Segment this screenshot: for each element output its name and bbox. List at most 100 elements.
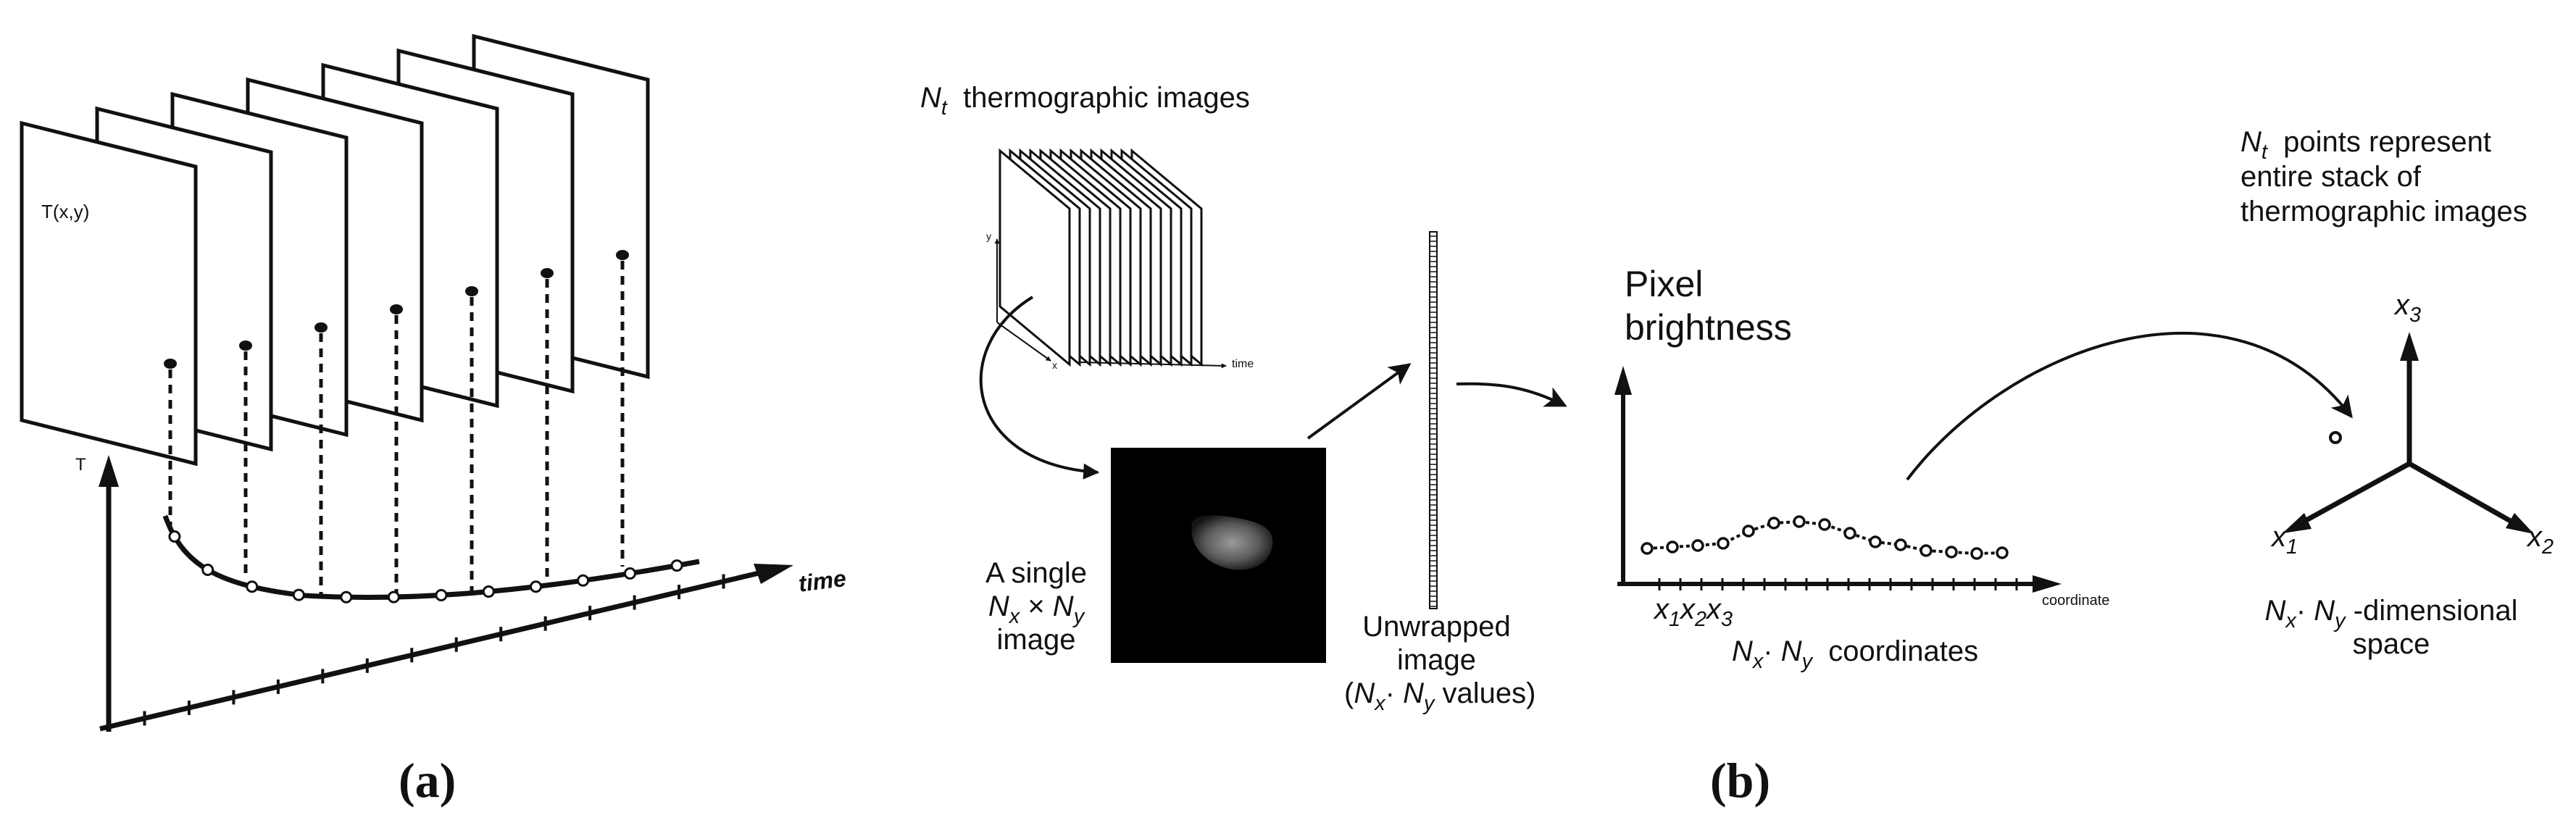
curve-point [435, 588, 448, 601]
stack-time-label: time [1232, 358, 1254, 370]
space-x2-subscript: 2 [2542, 535, 2554, 559]
stack-title-subscript: t [941, 96, 947, 120]
space-x1-symbol: x [2272, 521, 2286, 553]
space-x2-label: x2 [2527, 520, 2554, 557]
single-image-ny-subscript: y [1073, 605, 1085, 629]
space-note-line1-text: points represent [2283, 126, 2491, 158]
t-axis-label: T [75, 455, 86, 475]
coordinates-label: Nx· Ny coordinates [1732, 635, 1978, 672]
brightness-sample [1945, 546, 1958, 559]
brightness-sample [1742, 525, 1755, 538]
brightness-sample [1996, 546, 2009, 559]
frame-sample-dot [390, 304, 403, 314]
unwrapped-label-line3: (Nx· Ny values) [1344, 677, 1535, 714]
curve-point [340, 590, 353, 604]
unwrapped-column [1429, 231, 1438, 609]
time-axis [99, 568, 769, 732]
curve-point [201, 563, 214, 576]
brightness-samples [1641, 515, 2009, 560]
single-image-nx-symbol: N [988, 590, 1009, 622]
frame-label: T(x,y) [41, 201, 90, 222]
curve-point [482, 585, 495, 598]
tick-x1-subscript: 1 [1669, 608, 1681, 632]
arrow-plot-to-space [1906, 332, 2353, 481]
brightness-sample [1793, 515, 1806, 528]
panel-b [979, 148, 2534, 663]
tick-x3-symbol: x [1706, 593, 1722, 625]
stack-time-axis [1079, 362, 1227, 369]
space-x3-symbol: x [2395, 289, 2409, 321]
space-dimension-line2: space [2352, 628, 2430, 660]
brightness-ylabel-line1: Pixel [1625, 264, 1704, 304]
coord-nx-subscript: x [1752, 650, 1764, 674]
brightness-xlabel: coordinate [2042, 593, 2110, 609]
unwrapped-label-line2: image [1397, 644, 1476, 676]
image-stack [994, 148, 1227, 369]
brightness-x-ticks [1658, 578, 2039, 590]
arrow-column-to-plot [1456, 382, 1567, 407]
space-note-line2: entire stack of [2241, 161, 2422, 193]
curve-point [168, 530, 181, 543]
single-image-label-line3: image [996, 624, 1076, 656]
time-axis-ticks [143, 574, 725, 726]
stack-y-label: y [986, 230, 991, 242]
tick-x2-symbol: x [1680, 593, 1696, 625]
space-x2-symbol: x [2527, 521, 2542, 553]
unwrapped-label: Unwrapped image (Nx· Ny values) [1344, 610, 1535, 714]
single-image-label: A single Nx × Ny image [964, 556, 1109, 656]
time-axis-arrowhead [754, 564, 793, 584]
stack-slices [999, 148, 1203, 367]
brightness-sample [1641, 542, 1654, 555]
brightness-sample [1666, 540, 1679, 554]
coord-ny-symbol: N [1780, 635, 1802, 667]
dim-ny-subscript: y [2335, 609, 2346, 633]
space-x1-axis [2296, 461, 2411, 528]
brightness-ylabel: Pixel brightness [1625, 262, 1792, 349]
coord-nx-symbol: N [1732, 635, 1753, 667]
stack-title-symbol: N [920, 82, 941, 114]
single-image-nx-subscript: x [1009, 605, 1020, 629]
brightness-plot [1614, 366, 2062, 593]
curve-point [577, 574, 590, 587]
curve-point [387, 590, 400, 604]
arrow-image-to-column [1306, 363, 1412, 440]
brightness-sample [1767, 517, 1780, 530]
space-x3-label: x3 [2395, 288, 2421, 325]
unwrapped-nx-subscript: x [1375, 692, 1385, 716]
space-dimension-line1: Nx· Ny -dimensional [2261, 594, 2522, 631]
unwrapped-dot: · [1385, 677, 1395, 709]
brightness-tick-labels: x1x2x3 [1654, 593, 1733, 630]
unwrapped-values-text: values) [1442, 677, 1536, 709]
tick-x1-symbol: x [1654, 593, 1669, 625]
curve-point [623, 567, 636, 580]
curve-points [168, 530, 683, 604]
brightness-sample [1920, 544, 1933, 557]
brightness-ylabel-line2: brightness [1625, 307, 1792, 348]
tick-x3-subscript: 3 [1721, 608, 1733, 632]
single-image-label-line1: A single [985, 557, 1088, 589]
frame-sample-dot [616, 250, 629, 260]
brightness-sample [1843, 527, 1856, 540]
brightness-y-arrowhead [1614, 366, 1632, 395]
space-dimension-label: Nx· Ny -dimensional space [2261, 594, 2522, 661]
thermal-frame-stack [20, 33, 650, 467]
stack-x-axis [996, 322, 1051, 362]
curve-point [530, 580, 543, 593]
stack-x-label: x [1052, 359, 1057, 371]
unwrapped-ny-symbol: N [1403, 677, 1424, 709]
caption-a: (a) [399, 753, 457, 808]
unwrapped-column-outline [1429, 231, 1438, 609]
dim-text: -dimensional [2353, 595, 2518, 627]
brightness-sample [1869, 535, 1882, 548]
coord-dot: · [1763, 635, 1773, 667]
brightness-sample [1691, 539, 1704, 552]
hot-spot [1191, 515, 1273, 570]
unwrapped-column-cells [1430, 235, 1437, 607]
unwrapped-ny-subscript: y [1423, 692, 1435, 716]
single-image-ny-symbol: N [1052, 590, 1074, 622]
thermal-frame [20, 120, 198, 467]
brightness-sample [1717, 537, 1730, 550]
space-x2-arrowhead [2506, 513, 2534, 534]
single-image-times-sign: × [1028, 590, 1045, 622]
